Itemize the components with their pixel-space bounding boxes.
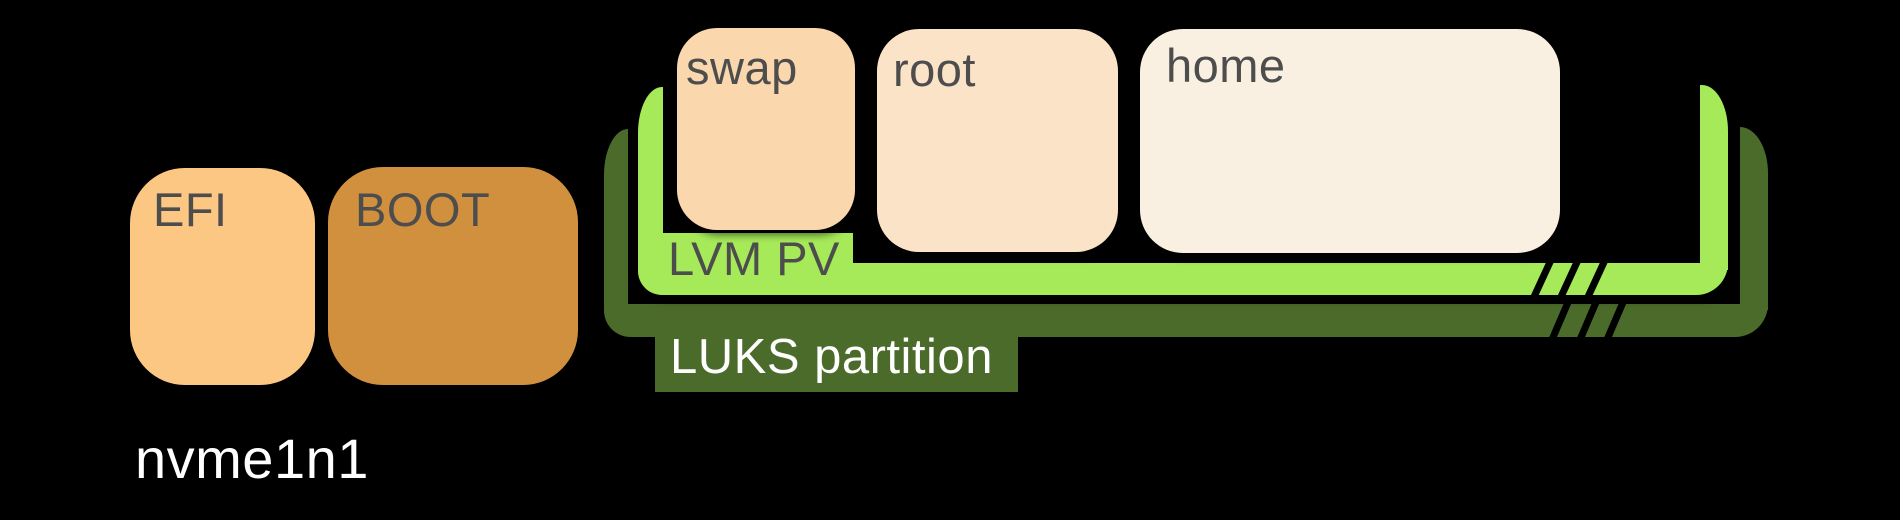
lvm-pv-label: LVM PV [668,232,840,285]
luks-hatch-line [1575,298,1601,344]
luks-hatch-line [1602,298,1628,344]
root-volume-label: root [893,43,976,96]
lvm-label-block [638,233,853,295]
home-volume-label: home [1166,39,1286,92]
lvm-hatch-line [1529,258,1555,301]
luks-frame-left-band [604,129,628,310]
swap-volume-box [677,28,855,230]
disk-name-label: nvme1n1 [135,427,369,490]
lvm-hatch-line [1556,258,1582,301]
efi-partition-box [130,168,315,385]
lvm-frame-right-band [1700,85,1728,270]
swap-volume-label: swap [686,41,798,94]
luks-partition-label: LUKS partition [670,330,993,384]
luks-label-block [655,304,1018,392]
boot-partition-box [328,167,578,385]
luks-frame-right-band [1740,127,1768,310]
boot-partition-label: BOOT [355,183,491,236]
root-volume-box [877,29,1118,252]
efi-partition-label: EFI [153,183,228,236]
luks-hatch-line [1547,298,1573,344]
home-volume-box [1140,29,1560,253]
lvm-hatch-line [1583,258,1609,301]
